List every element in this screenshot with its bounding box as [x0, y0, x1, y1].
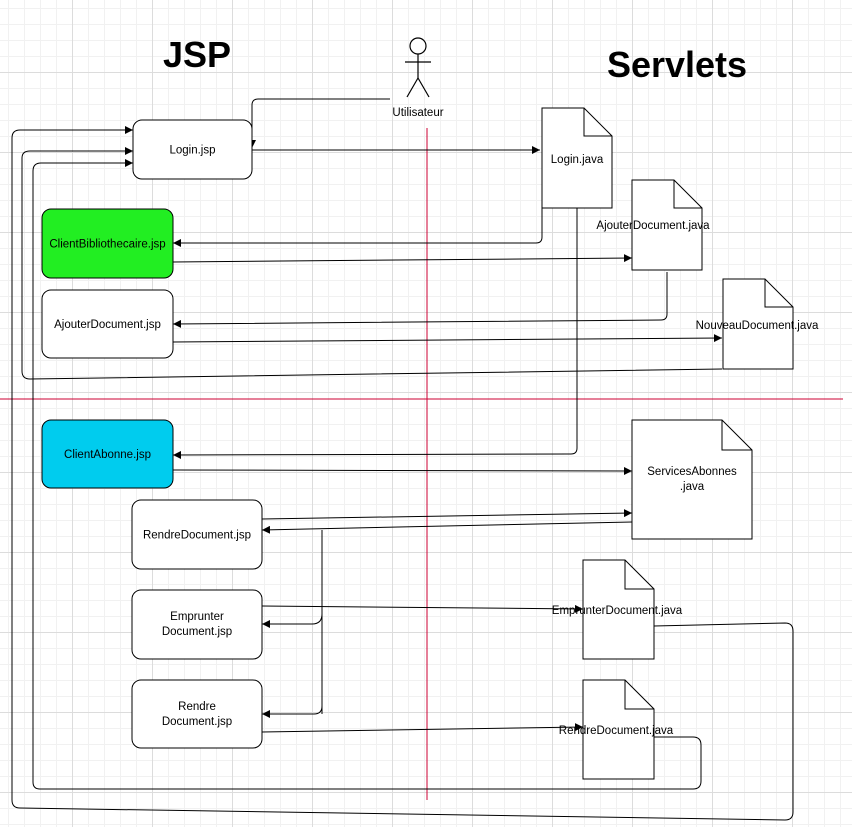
user-actor-icon [405, 37, 431, 98]
servlets-title: Servlets [607, 44, 747, 85]
services-abonnes-java-label-line2: .java [680, 481, 705, 493]
login-java-label: Login.java [551, 154, 604, 166]
jsp-title: JSP [163, 34, 231, 75]
client-abonne-jsp-label: ClientAbonne.jsp [64, 449, 151, 461]
emprunter-document-java-label: EmprunterDocument.java [552, 605, 683, 617]
nouveau-document-java-label: NouveauDocument.java [696, 320, 819, 332]
services-abonnes-java-node[interactable] [631, 419, 753, 540]
rendre-document-java-label: RendreDocument.java [559, 725, 674, 737]
services-abonnes-java-label-line1: ServicesAbonnes [647, 466, 737, 478]
connectors [11, 98, 794, 821]
emprunter-document-jsp-node[interactable] [131, 589, 263, 660]
rendre-document-java-node[interactable] [582, 679, 655, 780]
ajouter-document-java-node[interactable] [631, 179, 703, 271]
login-jsp-node[interactable] [132, 119, 253, 180]
ajouter-document-jsp-node[interactable] [41, 289, 174, 359]
actor-label: Utilisateur [392, 107, 443, 119]
emprunter-document-jsp-label-line1: Emprunter [170, 611, 224, 623]
login-java-node[interactable] [541, 107, 613, 209]
ajouter-document-java-label: AjouterDocument.java [596, 220, 710, 232]
client-bibliothecaire-jsp-node[interactable] [41, 208, 174, 279]
rendre-document-2-jsp-node[interactable] [131, 679, 263, 749]
client-bibliothecaire-jsp-label: ClientBibliothecaire.jsp [49, 239, 165, 251]
ajouter-document-jsp-label: AjouterDocument.jsp [54, 319, 161, 331]
rendre-document-jsp-label: RendreDocument.jsp [143, 530, 251, 542]
rendre-document-2-jsp-label-line2: Document.jsp [162, 716, 232, 728]
rendre-document-2-jsp-label-line1: Rendre [178, 701, 216, 713]
emprunter-document-java-node[interactable] [582, 559, 655, 660]
emprunter-document-jsp-label-line2: Document.jsp [162, 626, 232, 638]
nouveau-document-java-node[interactable] [722, 278, 794, 370]
client-abonne-jsp-node[interactable] [41, 419, 174, 489]
rendre-document-jsp-node[interactable] [131, 499, 263, 570]
login-jsp-label: Login.jsp [169, 145, 215, 157]
